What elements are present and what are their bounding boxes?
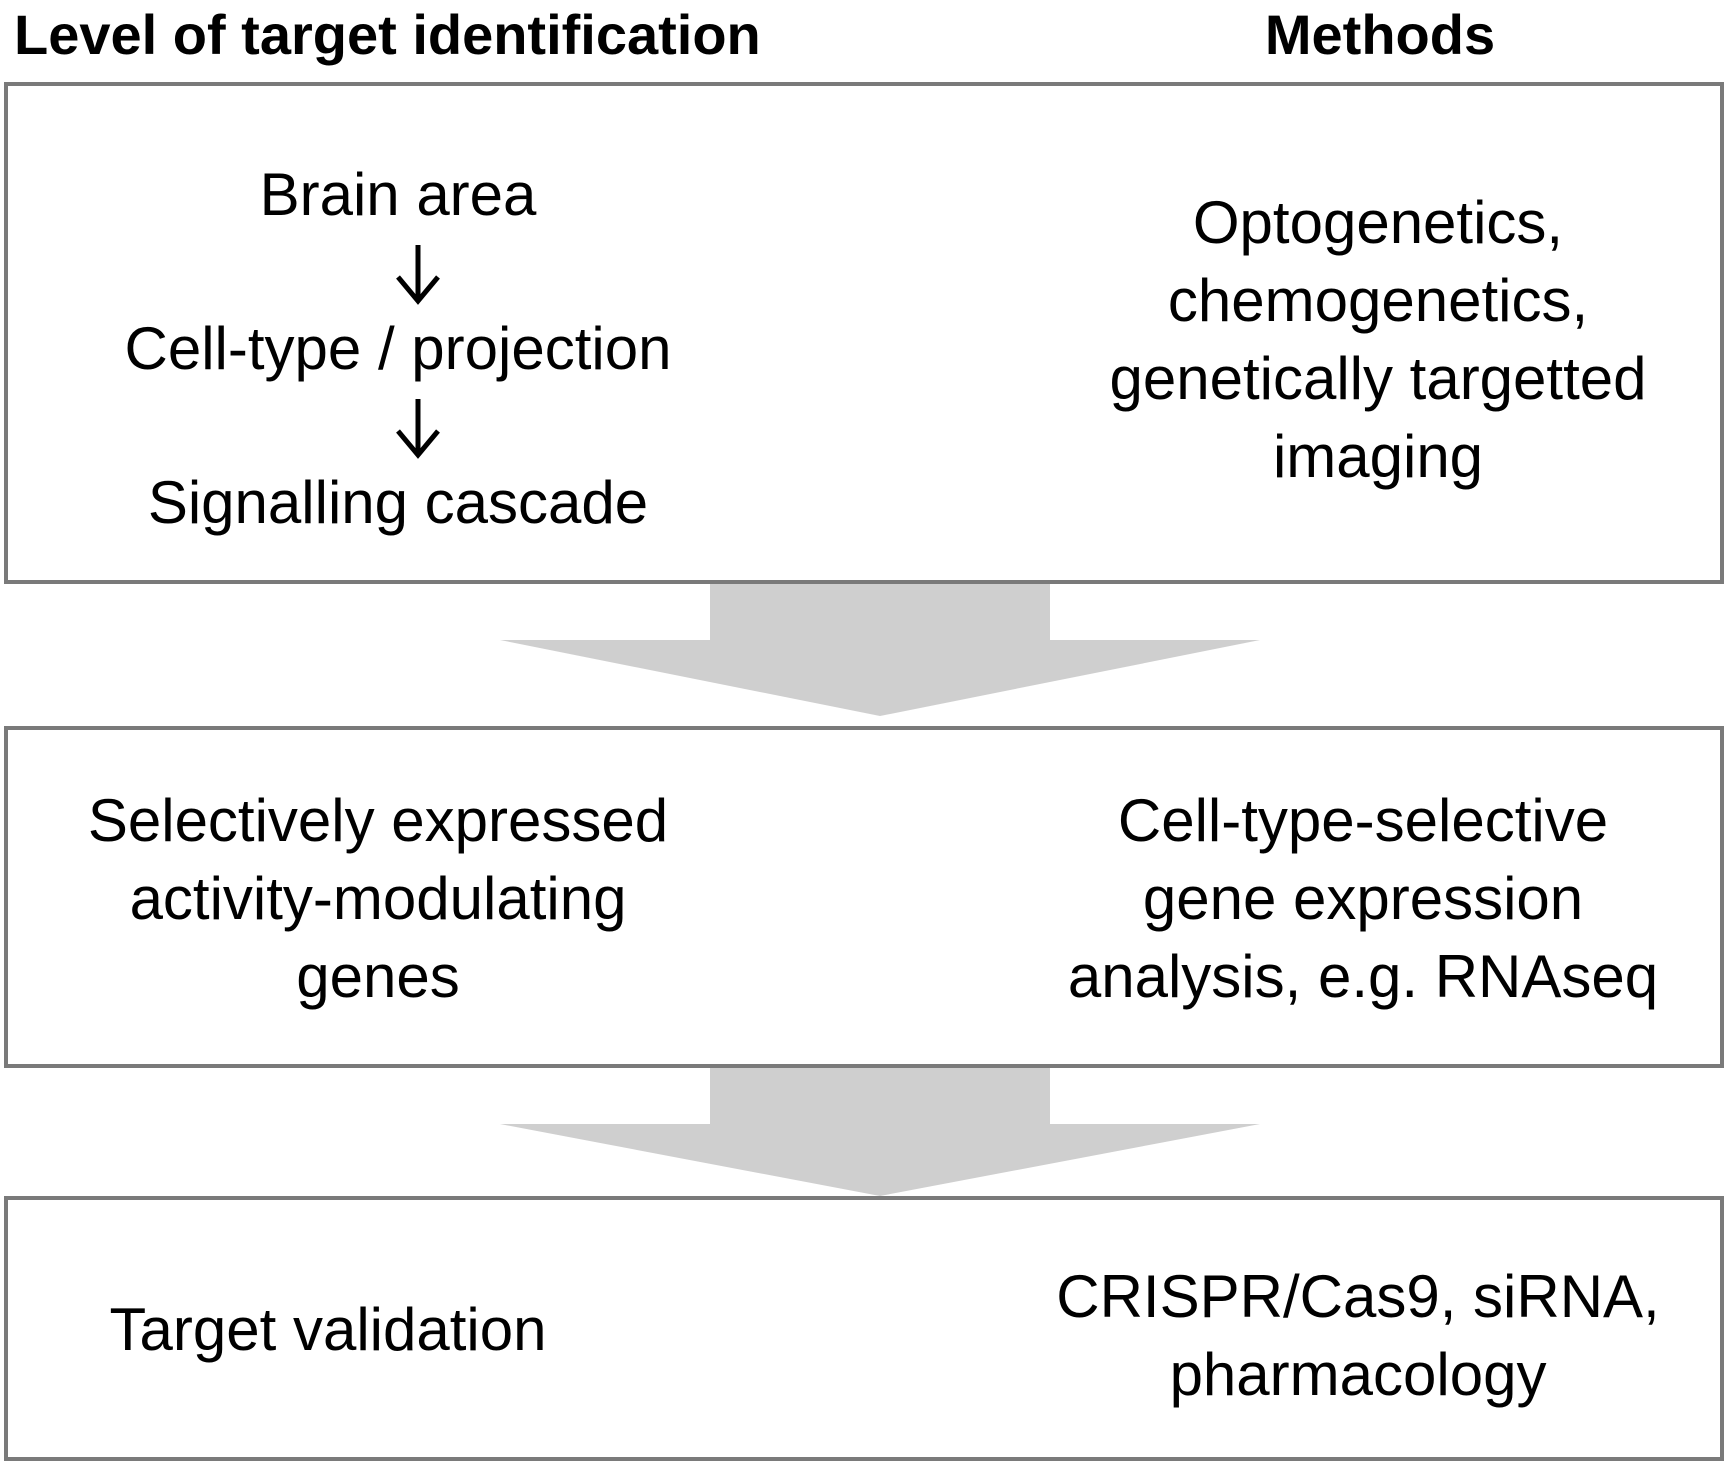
level-cell-type-projection: Cell-type / projection	[124, 315, 672, 382]
flow-arrow-icon	[500, 1068, 1260, 1196]
stage-box-circuit: Brain area Cell-type / projection Signal…	[4, 82, 1724, 584]
level-header: Level of target identification	[14, 3, 761, 66]
down-arrow-icon	[396, 245, 440, 305]
down-arrow-icon	[396, 399, 440, 459]
method-line: pharmacology	[1169, 1341, 1547, 1408]
method-line: CRISPR/Cas9, siRNA,	[1056, 1263, 1660, 1330]
flow-arrow-icon	[500, 584, 1260, 716]
method-line: genetically targetted	[1109, 345, 1647, 412]
level-selective-genes: Selectively expressed activity-modulatin…	[28, 782, 728, 1016]
stage-box-validation: Target validation CRISPR/Cas9, siRNA, ph…	[4, 1196, 1724, 1461]
methods-circuit: Optogenetics, chemogenetics, genetically…	[1028, 184, 1728, 496]
level-line: genes	[296, 943, 460, 1010]
method-line: chemogenetics,	[1167, 267, 1589, 334]
methods-header: Methods	[1264, 3, 1496, 66]
level-line: Selectively expressed	[87, 787, 669, 854]
method-line: analysis, e.g. RNAseq	[1067, 943, 1659, 1010]
level-signalling-cascade: Signalling cascade	[147, 469, 649, 536]
methods-gene-expression: Cell-type-selective gene expression anal…	[998, 782, 1728, 1016]
method-line: Cell-type-selective	[1117, 787, 1609, 854]
method-line: imaging	[1272, 423, 1484, 490]
method-line: Optogenetics,	[1192, 189, 1564, 256]
stage-box-genes: Selectively expressed activity-modulatin…	[4, 726, 1724, 1068]
method-line: gene expression	[1142, 865, 1584, 932]
level-line: activity-modulating	[129, 865, 627, 932]
level-brain-area: Brain area	[259, 161, 537, 228]
methods-validation: CRISPR/Cas9, siRNA, pharmacology	[998, 1258, 1718, 1414]
level-target-validation: Target validation	[109, 1296, 547, 1363]
